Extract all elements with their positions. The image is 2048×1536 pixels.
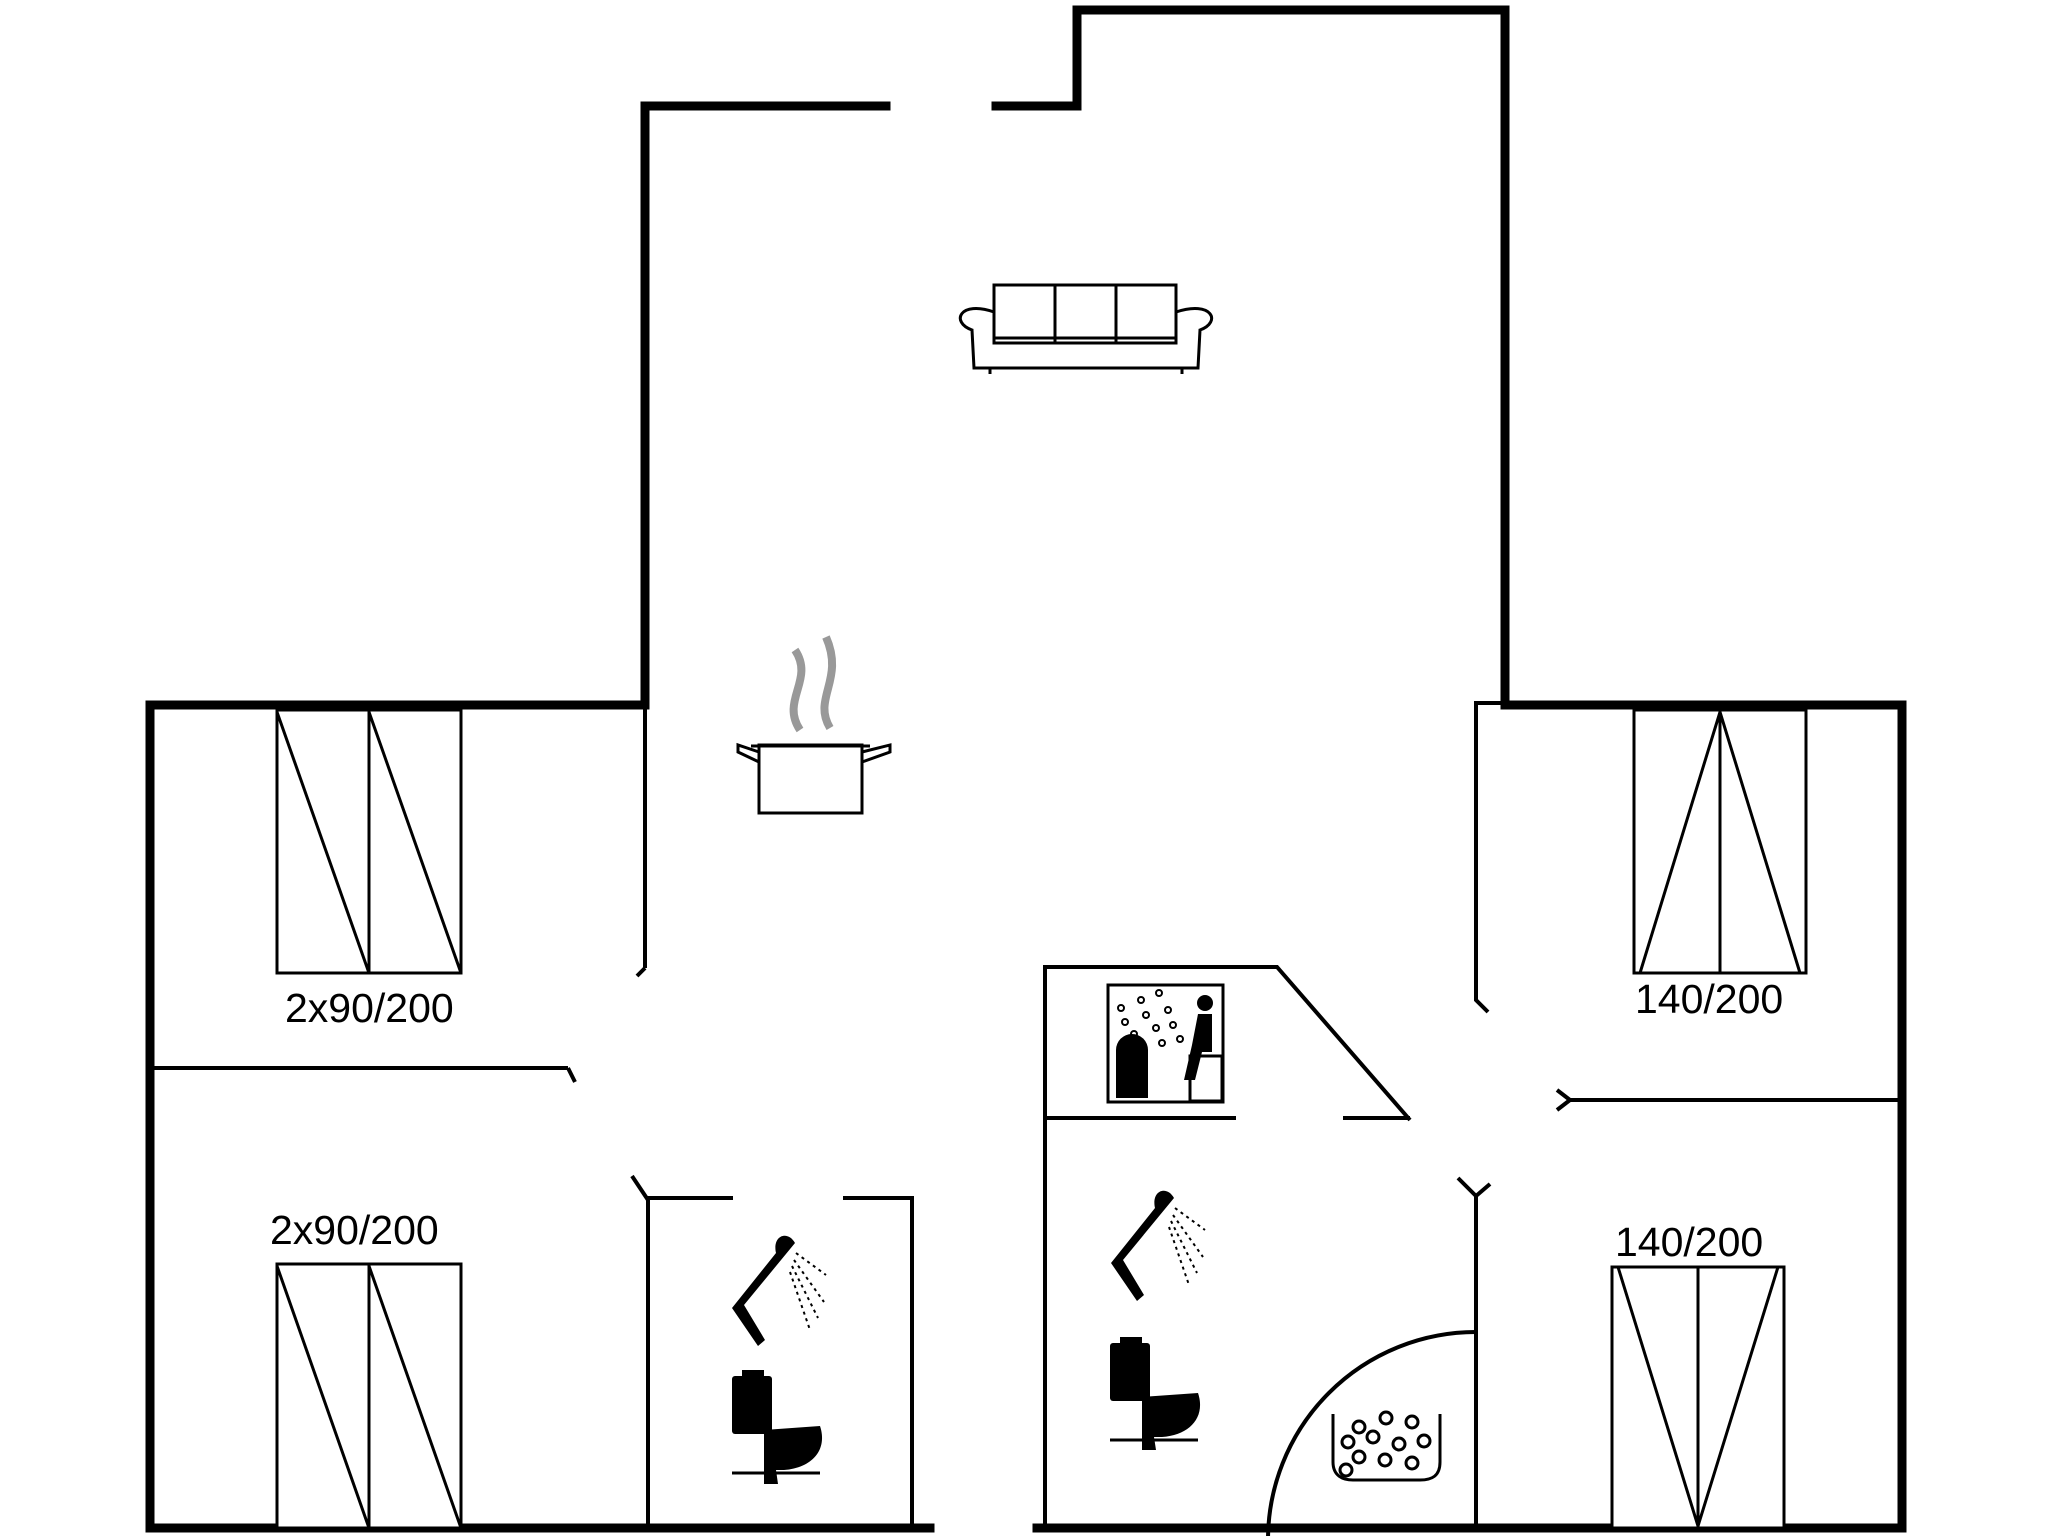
whirlpool-icon: [1331, 1410, 1442, 1482]
bed-bottom-right: [1610, 1265, 1786, 1532]
interior-walls: [150, 701, 1902, 1536]
cooking-pot-icon: [736, 635, 892, 815]
bed-label-top-right: 140/200: [1635, 976, 1783, 1022]
sofa-icon: [958, 283, 1213, 374]
toilet-icon: [1110, 1337, 1201, 1450]
toilet-icon: [732, 1370, 823, 1484]
sauna-icon: [1106, 983, 1225, 1104]
bed-label-bottom-left: 2x90/200: [270, 1207, 439, 1253]
bed-top-right: [1632, 706, 1808, 975]
shower-icon: [1111, 1190, 1206, 1301]
bed-top-left: [275, 708, 463, 975]
bed-bottom-left: [275, 1262, 463, 1530]
bed-label-top-left: 2x90/200: [285, 985, 454, 1031]
shower-icon: [732, 1235, 827, 1346]
bed-label-bottom-right: 140/200: [1615, 1219, 1763, 1265]
